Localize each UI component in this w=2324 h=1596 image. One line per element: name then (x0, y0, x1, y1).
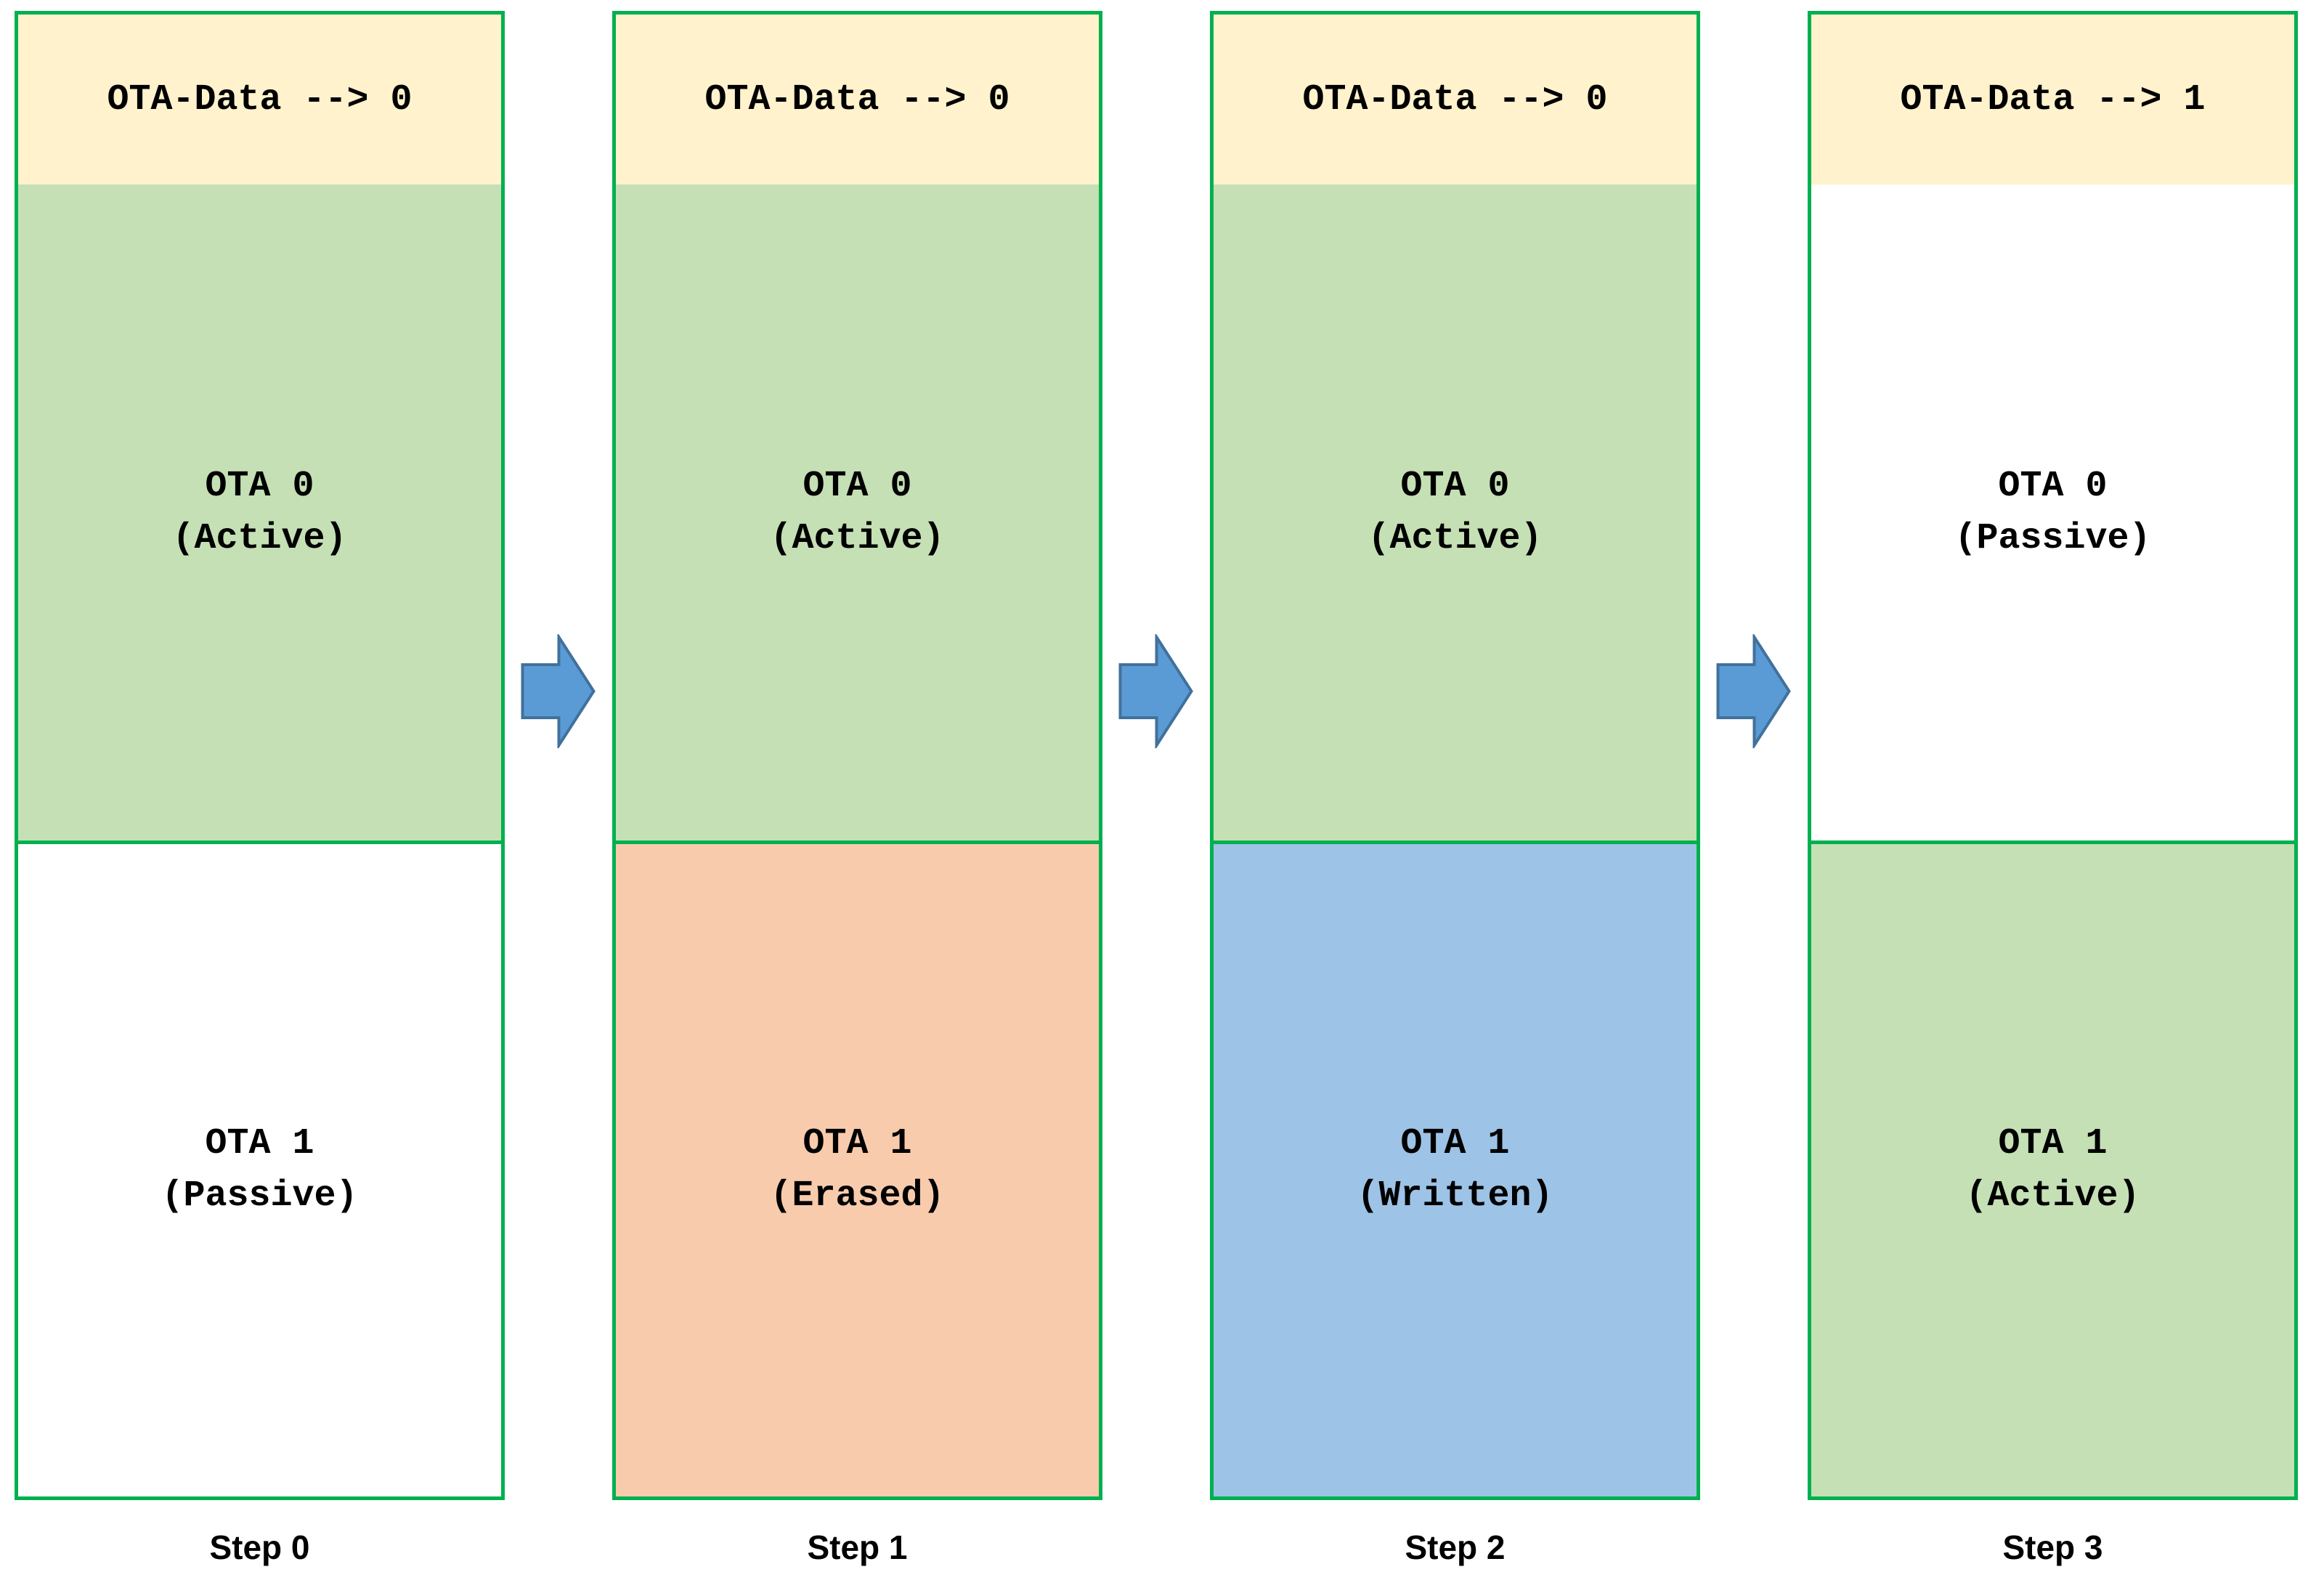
partition-box-ota0: OTA 0 (Active) (1214, 185, 1697, 841)
partition-name: OTA 1 (1998, 1123, 2108, 1165)
partition-name: OTA 1 (205, 1123, 314, 1165)
partition-box-ota0: OTA 0 (Active) (18, 185, 501, 841)
flash-layout-step-2: OTA-Data --> 0 OTA 0 (Active) OTA 1 (Wri… (1210, 11, 1700, 1500)
step-column-1: OTA-Data --> 0 OTA 0 (Active) OTA 1 (Era… (612, 11, 1102, 1567)
step-column-3: OTA-Data --> 1 OTA 0 (Passive) OTA 1 (Ac… (1808, 11, 2298, 1567)
flash-layout-step-3: OTA-Data --> 1 OTA 0 (Passive) OTA 1 (Ac… (1808, 11, 2298, 1500)
partition-state: (Active) (1368, 517, 1543, 559)
partition-name: OTA 0 (1400, 465, 1510, 507)
step-label: Step 2 (1405, 1528, 1506, 1566)
partition-state: (Active) (770, 517, 945, 559)
arrow-cell (1700, 11, 1808, 1500)
partition-state: (Erased) (770, 1175, 945, 1218)
step-arrow-icon (1716, 634, 1791, 748)
partition-state: (Active) (172, 517, 347, 559)
ota-data-box: OTA-Data --> 0 (1214, 15, 1697, 185)
step-label: Step 0 (209, 1528, 310, 1566)
partition-state: (Written) (1357, 1175, 1553, 1218)
step-arrow-icon (1118, 634, 1193, 748)
step-label: Step 1 (807, 1528, 908, 1566)
step-column-0: OTA-Data --> 0 OTA 0 (Active) OTA 1 (Pas… (15, 11, 505, 1567)
flash-layout-step-1: OTA-Data --> 0 OTA 0 (Active) OTA 1 (Era… (612, 11, 1102, 1500)
ota-data-box: OTA-Data --> 1 (1811, 15, 2294, 185)
partition-state: (Active) (1965, 1175, 2140, 1218)
ota-data-box: OTA-Data --> 0 (616, 15, 1099, 185)
partition-box-ota1: OTA 1 (Written) (1214, 840, 1697, 1496)
partition-state: (Passive) (161, 1175, 358, 1218)
partition-box-ota0: OTA 0 (Passive) (1811, 185, 2294, 841)
flash-layout-step-0: OTA-Data --> 0 OTA 0 (Active) OTA 1 (Pas… (15, 11, 505, 1500)
partition-name: OTA 0 (205, 465, 314, 507)
arrow-cell (1102, 11, 1210, 1500)
partition-box-ota1: OTA 1 (Passive) (18, 840, 501, 1496)
diagram-grid: OTA-Data --> 0 OTA 0 (Active) OTA 1 (Pas… (15, 11, 2298, 1567)
partition-state: (Passive) (1954, 517, 2151, 559)
arrow-cell (505, 11, 612, 1500)
step-arrow-icon (521, 634, 596, 748)
step-column-2: OTA-Data --> 0 OTA 0 (Active) OTA 1 (Wri… (1210, 11, 1700, 1567)
partition-name: OTA 1 (1400, 1123, 1510, 1165)
partition-name: OTA 0 (803, 465, 912, 507)
partition-box-ota1: OTA 1 (Active) (1811, 840, 2294, 1496)
ota-data-box: OTA-Data --> 0 (18, 15, 501, 185)
step-label: Step 3 (2002, 1528, 2103, 1566)
partition-name: OTA 0 (1998, 465, 2108, 507)
partition-box-ota0: OTA 0 (Active) (616, 185, 1099, 841)
partition-box-ota1: OTA 1 (Erased) (616, 840, 1099, 1496)
partition-name: OTA 1 (803, 1123, 912, 1165)
